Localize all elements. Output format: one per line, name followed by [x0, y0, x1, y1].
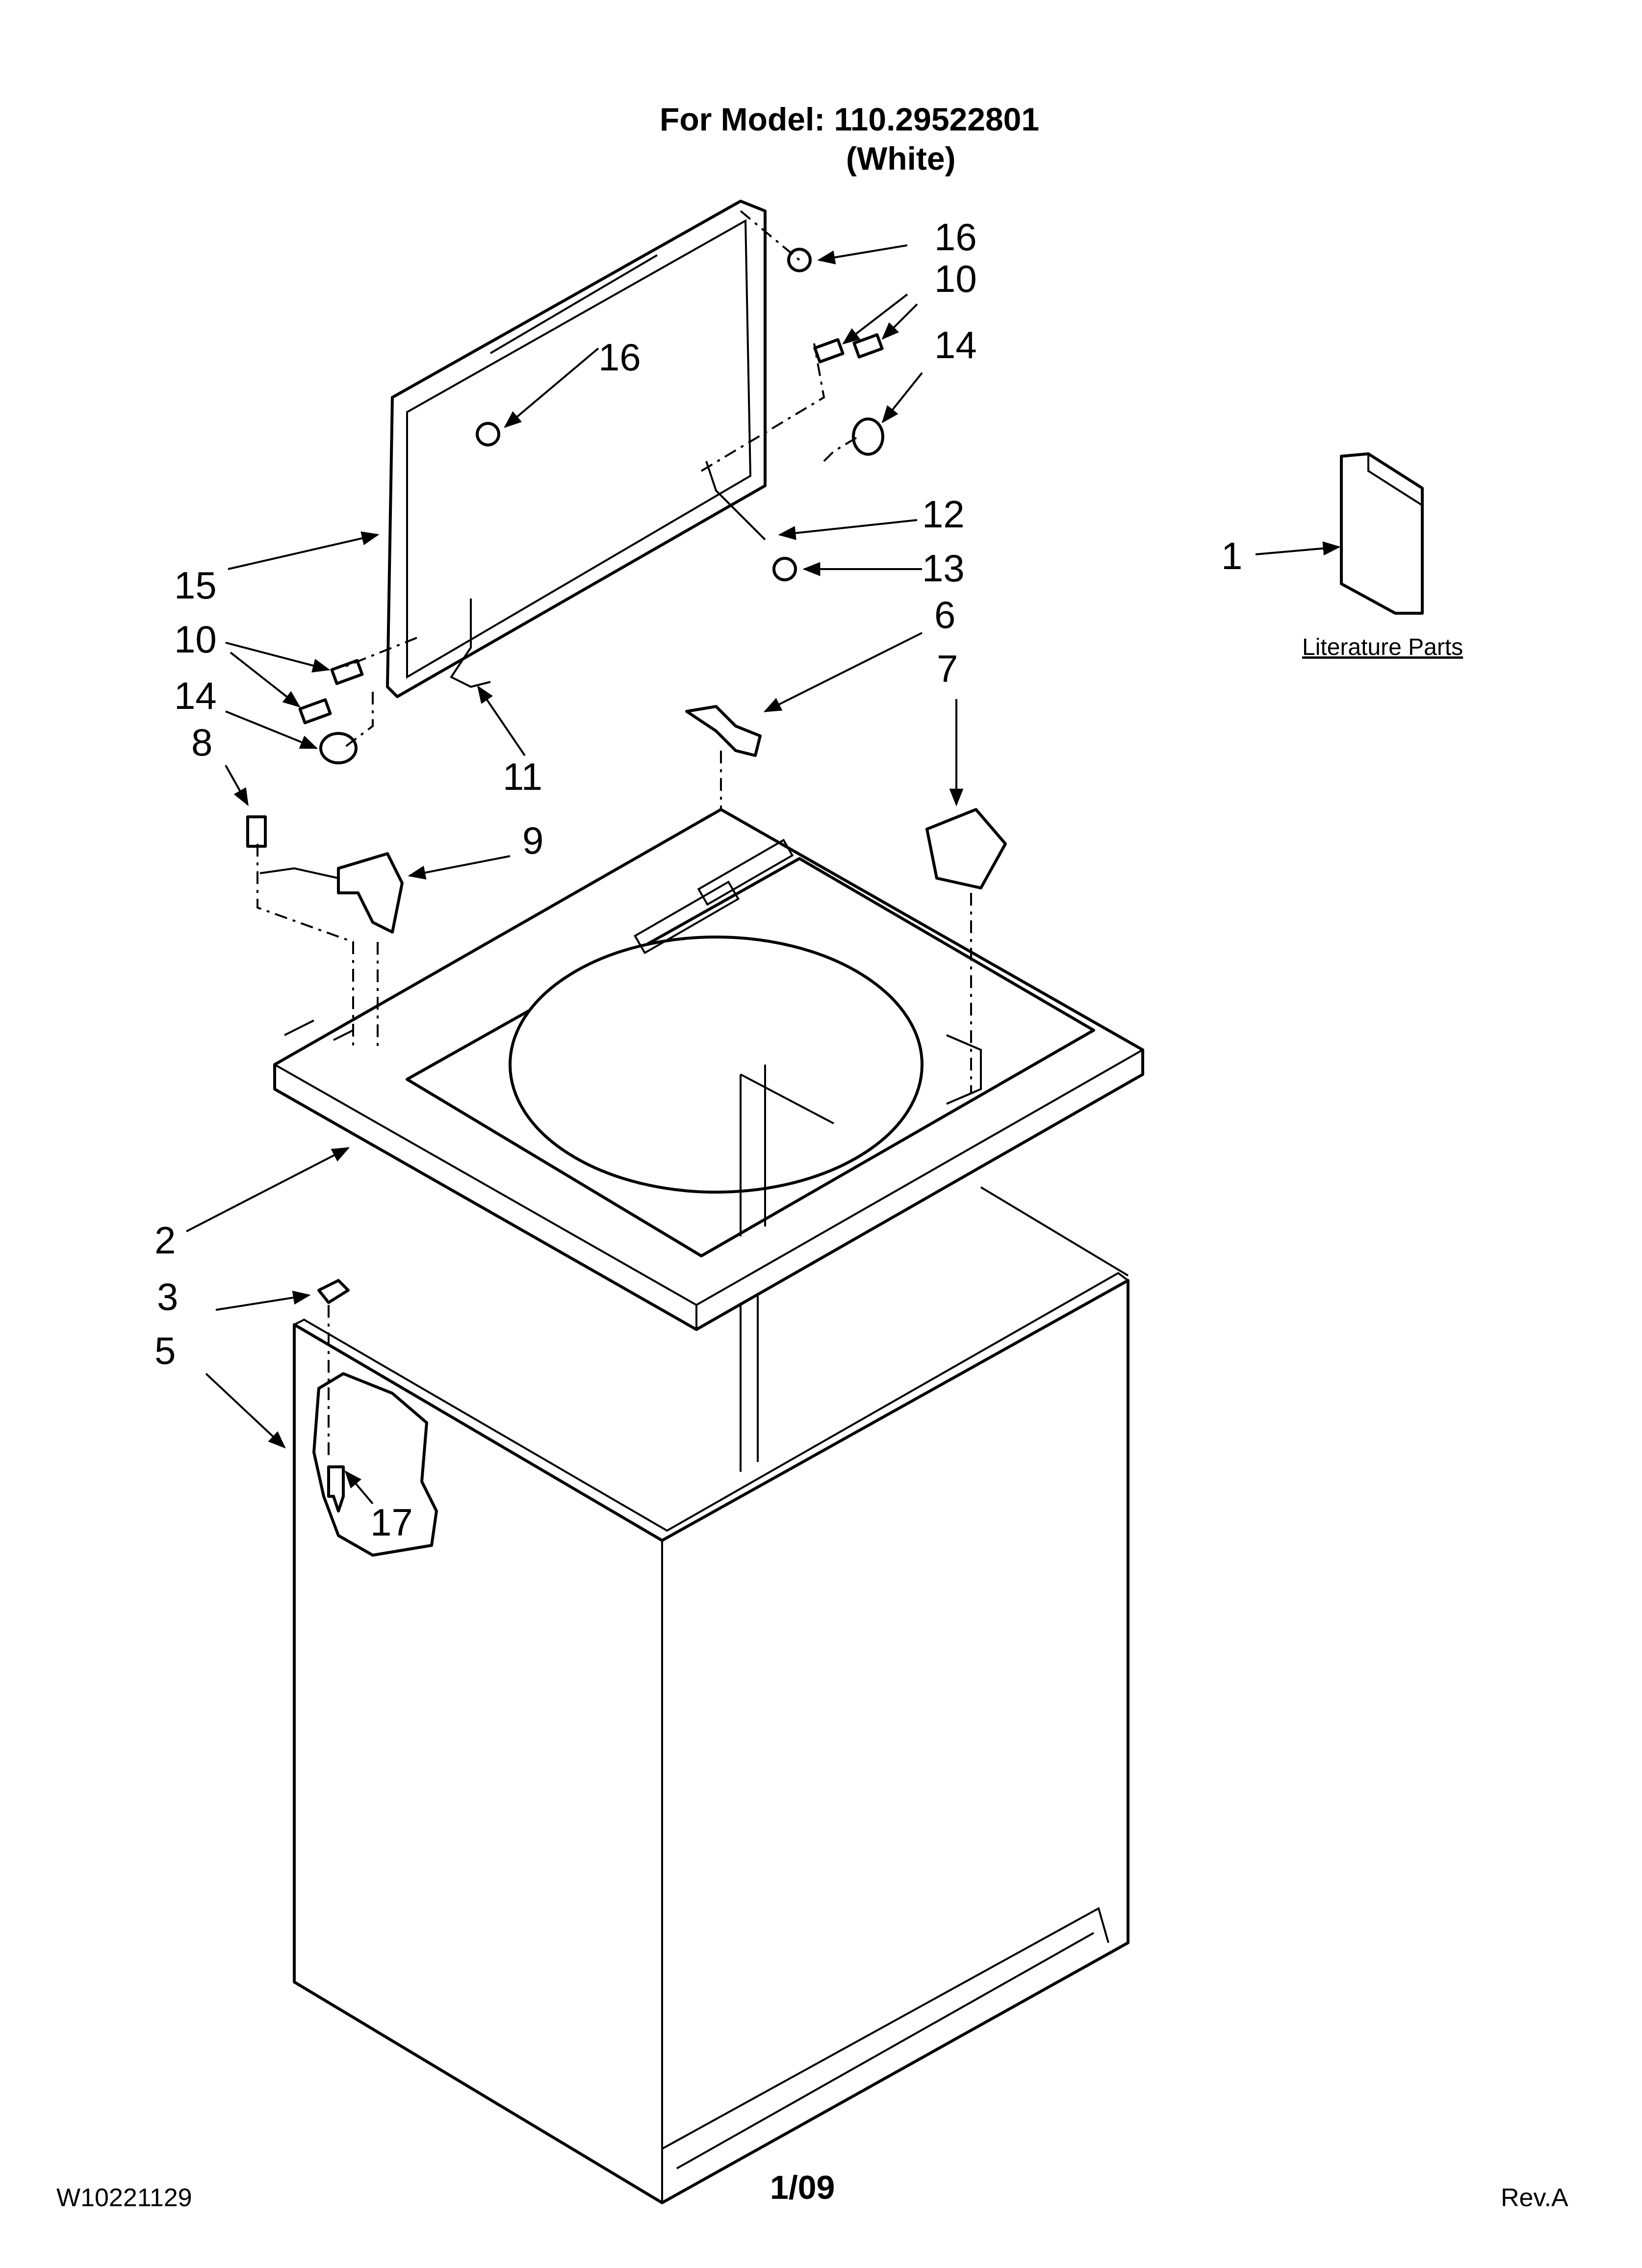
callout-13: 13: [922, 547, 965, 590]
callout-10-left: 10: [174, 618, 217, 661]
model-title: For Model: 110.29522801: [660, 101, 1040, 137]
callouts: 16 10 14 16 12 13 1 15 10 14 8 11 6 7 9 …: [154, 215, 1242, 1544]
cabinet: [293, 1182, 1129, 2204]
callout-9: 9: [522, 819, 543, 862]
callout-11: 11: [503, 755, 542, 798]
model-color: (White): [846, 140, 956, 177]
callout-12: 12: [922, 493, 965, 536]
callout-16-upper: 16: [934, 215, 977, 259]
revision-date: 1/09: [770, 2169, 835, 2206]
screws-10-left: [298, 659, 364, 725]
assembly-lines: [257, 210, 972, 1457]
callout-1: 1: [1221, 534, 1242, 577]
callout-14-right: 14: [934, 323, 977, 366]
lid-hinge-left: [450, 599, 491, 688]
literature-parts-book: [1340, 452, 1424, 615]
grommet-14-left: [319, 732, 358, 764]
screws-10-right: [813, 333, 884, 364]
bumper-16-lid: [476, 422, 500, 446]
callout-17: 17: [370, 1501, 413, 1544]
callout-14-left: 14: [174, 674, 217, 717]
bumper-16-upper: [787, 248, 812, 272]
clip-3: [317, 1279, 350, 1304]
callout-5: 5: [154, 1329, 176, 1372]
revision-code: Rev.A: [1501, 2184, 1568, 2212]
lid-hinge-right: [705, 461, 797, 581]
callout-10-right: 10: [934, 257, 977, 300]
document-number: W10221129: [56, 2184, 192, 2212]
callout-6: 6: [934, 593, 955, 636]
lid-switch-9: [259, 852, 404, 934]
callout-3: 3: [157, 1275, 178, 1318]
cap-7: [925, 808, 1007, 889]
literature-parts-label: Literature Parts: [1302, 634, 1463, 660]
callout-16-lid: 16: [598, 336, 641, 379]
clip-6: [685, 705, 762, 757]
grommet-14-right: [852, 417, 884, 456]
screw-8: [246, 815, 267, 848]
lid: [386, 200, 767, 698]
top-panel: [273, 808, 1144, 1331]
callout-8: 8: [191, 721, 212, 764]
callout-2: 2: [154, 1219, 176, 1262]
leader-arrows: [186, 244, 1341, 1505]
callout-15: 15: [174, 564, 217, 607]
callout-7: 7: [937, 647, 958, 690]
